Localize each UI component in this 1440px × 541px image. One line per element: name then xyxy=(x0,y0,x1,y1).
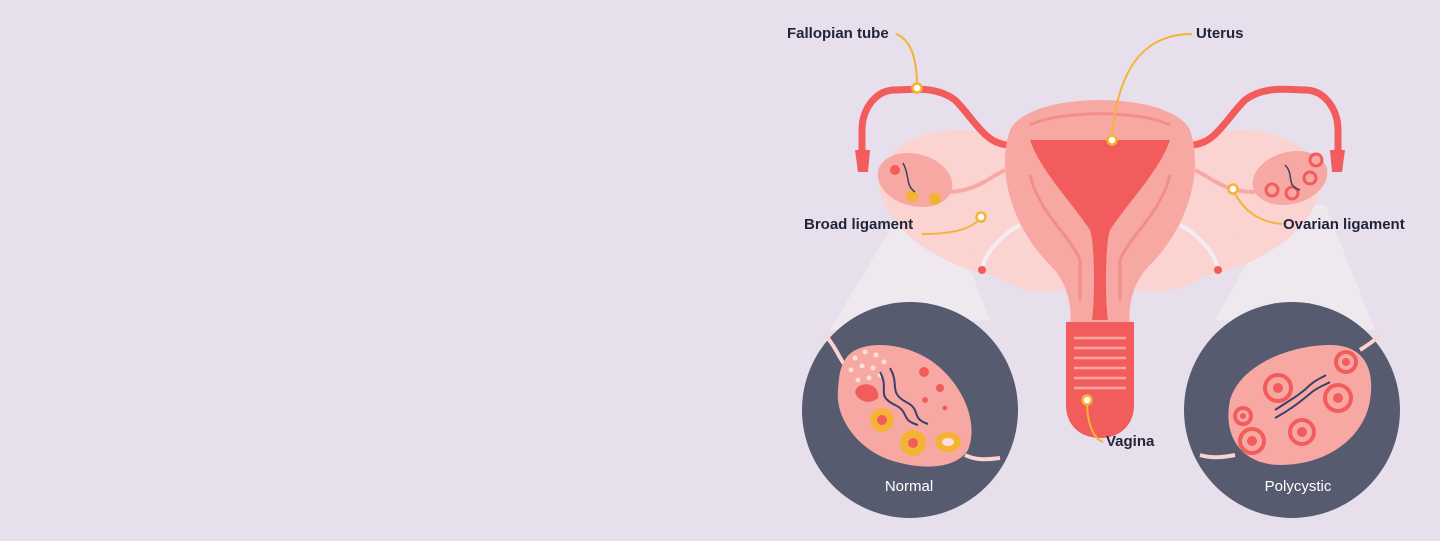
fimbriae-left xyxy=(855,150,870,172)
label-uterus: Uterus xyxy=(1196,25,1244,42)
label-broad-ligament: Broad ligament xyxy=(804,216,914,233)
ligament-end-left xyxy=(978,266,986,274)
zoom-cone-right xyxy=(1215,205,1375,330)
callout-line-uterus xyxy=(1111,33,1193,139)
callout-line-ovarian-ligament xyxy=(1232,189,1283,225)
inset-label-polycystic: Polycystic xyxy=(1264,478,1332,495)
inset-label-normal: Normal xyxy=(884,478,934,495)
ovarian-ligaments xyxy=(944,168,1256,194)
callout-dots xyxy=(911,82,1239,406)
fallopian-tubes xyxy=(858,85,1342,169)
ovary-right xyxy=(1252,151,1328,205)
callout-line-fallopian-tube xyxy=(895,33,918,87)
label-vagina: Vagina xyxy=(1106,433,1155,450)
vagina-shape xyxy=(1066,322,1134,438)
callout-lines xyxy=(895,33,1283,443)
fimbriae-right xyxy=(1330,150,1345,172)
callout-line-vagina xyxy=(1086,401,1104,443)
label-fallopian-tube: Fallopian tube xyxy=(787,25,889,42)
label-ovarian-ligament: Ovarian ligament xyxy=(1283,216,1405,233)
uterus-shape xyxy=(1004,100,1196,330)
ligament-end-right xyxy=(1214,266,1222,274)
polycystic-ovary-detail xyxy=(1199,333,1382,465)
ovary-left xyxy=(877,153,953,207)
round-ligaments xyxy=(980,223,1220,269)
normal-ovary-detail xyxy=(823,333,1001,467)
